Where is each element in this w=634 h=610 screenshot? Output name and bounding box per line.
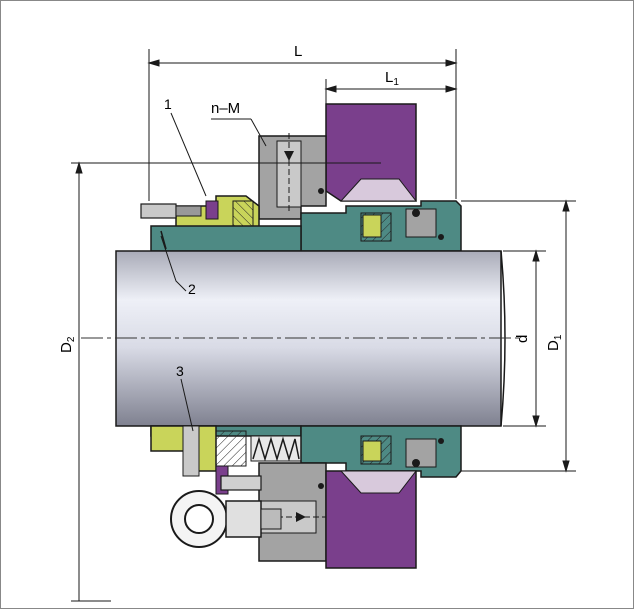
- o-ring-icon: [318, 483, 324, 489]
- o-ring-icon: [412, 459, 420, 467]
- spring-coil-icon: [250, 435, 302, 462]
- seat-bevel-lower: [339, 470, 418, 494]
- part-label-1: 1: [164, 96, 172, 112]
- eye-bolt-icon: [170, 475, 282, 548]
- dimension-lines: [71, 49, 576, 602]
- o-ring-icon: [438, 438, 444, 444]
- part-label-3: 3: [176, 363, 184, 379]
- o-ring-icon: [438, 234, 444, 240]
- o-ring-icon: [412, 209, 420, 217]
- shaft-body: [115, 250, 502, 427]
- labels: L L1 n–M 1 2 3 D2 d D1: [58, 43, 564, 379]
- shaft-sleeve-upper: [150, 225, 302, 252]
- shaft: [81, 250, 521, 427]
- lower-section: [150, 425, 462, 569]
- dim-label-D2: D2: [58, 336, 77, 353]
- label-n-M: n–M: [211, 100, 240, 117]
- rotating-face-lower: [362, 440, 382, 462]
- dim-label-L: L: [294, 43, 302, 60]
- dim-label-D1: D1: [545, 334, 564, 351]
- bolt-arrow-icon: [284, 151, 294, 161]
- upper-section: [140, 103, 462, 252]
- dim-label-d: d: [514, 335, 531, 343]
- seat-bevel-upper: [339, 178, 418, 202]
- rotating-face-upper: [362, 214, 382, 238]
- o-ring-icon: [318, 188, 324, 194]
- dim-label-L1: L1: [385, 69, 399, 88]
- part-label-2: 2: [188, 281, 196, 297]
- set-screw-icon: [140, 203, 177, 219]
- bolt-arrow-icon: [296, 512, 306, 522]
- stationary-seat-lower: [325, 470, 417, 569]
